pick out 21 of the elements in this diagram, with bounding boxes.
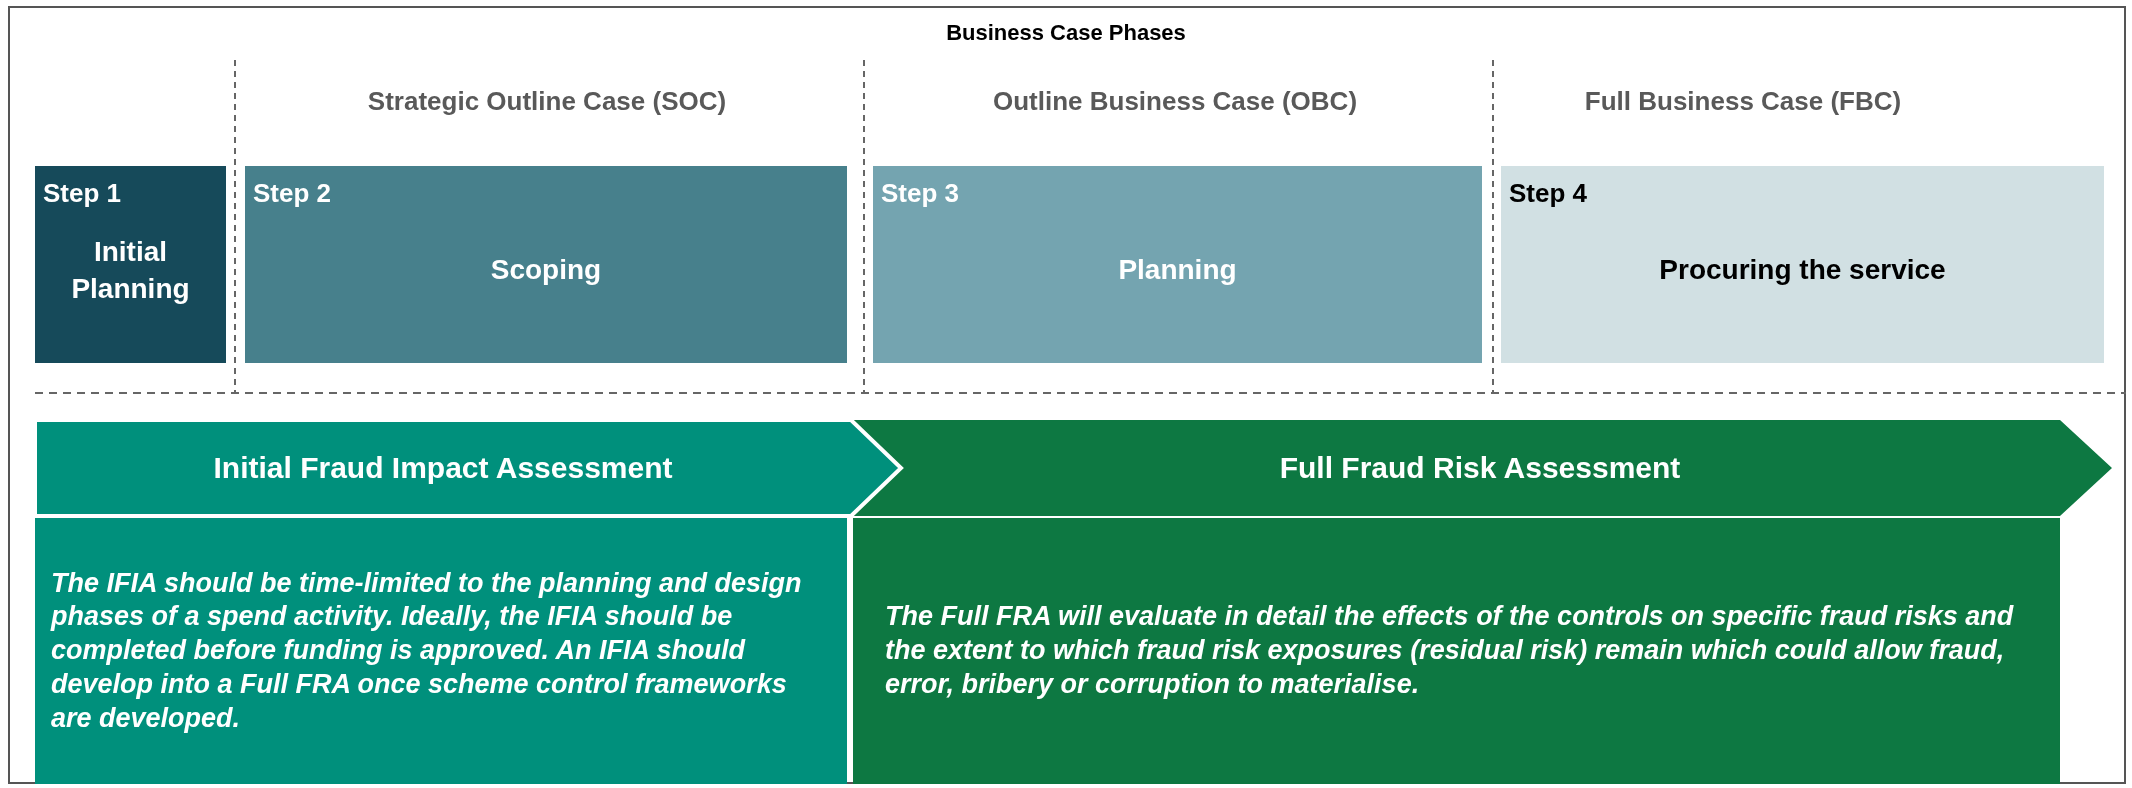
- description-text: The IFIA should be time-limited to the planning and design phases of a spend activity. Ideally, the IFIA should be completed before funding is approved. An IFIA should develop into a Full FRA once scheme control frameworks are developed.: [51, 566, 803, 735]
- step-title: Planning: [1118, 253, 1237, 288]
- phase-heading: Strategic Outline Case (SOC): [367, 86, 727, 117]
- step-box: [1501, 166, 2104, 363]
- step-label: Step 3: [881, 178, 960, 209]
- step-label: Step 4: [1509, 178, 1588, 209]
- description-panel: [853, 518, 2060, 784]
- step-title: Scoping: [490, 253, 602, 288]
- step-label: Step 1: [43, 178, 122, 209]
- step-title: Initial Planning: [70, 235, 191, 306]
- step-box: [873, 166, 1482, 363]
- step-title: Procuring the service: [1659, 253, 1946, 288]
- step-box: [35, 166, 226, 363]
- step-label: Step 2: [253, 178, 332, 209]
- diagram-title: Business Case Phases: [946, 20, 1186, 45]
- phase-heading: Full Business Case (FBC): [1584, 86, 1902, 117]
- phase-heading: Outline Business Case (OBC): [992, 86, 1358, 117]
- chevron-label: Full Fraud Risk Assessment: [1279, 451, 1681, 485]
- description-text: The Full FRA will evaluate in detail the effects of the controls on specific fraud risks and the extent to which fraud risk exposures (residual risk) remain which could allow fraud, error, bribery or corruption to materialise.: [885, 600, 2015, 701]
- chevron-label: Initial Fraud Impact Assessment: [213, 451, 673, 485]
- step-box: [245, 166, 847, 363]
